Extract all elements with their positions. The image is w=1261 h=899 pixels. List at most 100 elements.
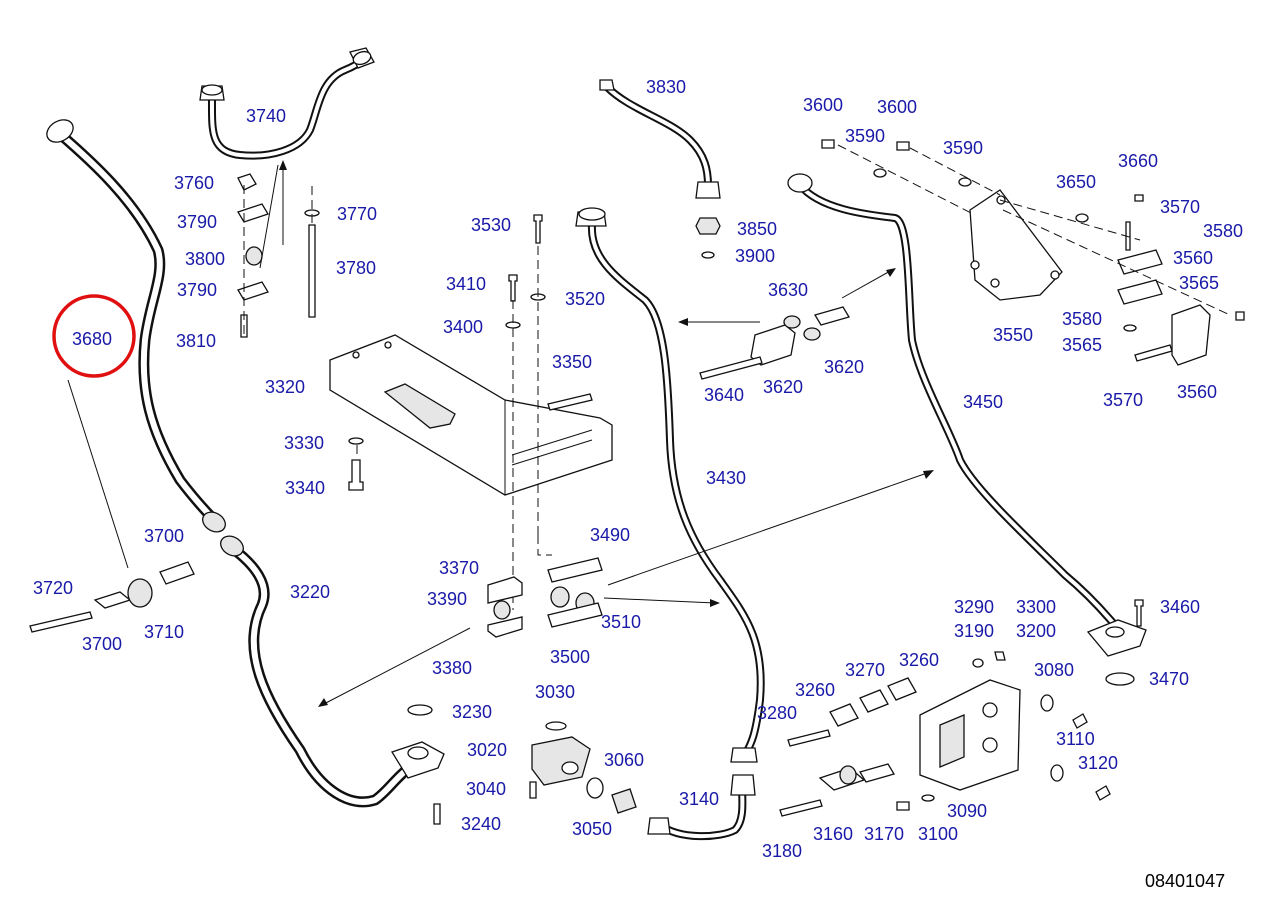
- label-3350: 3350: [552, 352, 592, 372]
- label-3565: 3565: [1179, 273, 1219, 293]
- label-3320: 3320: [265, 377, 305, 397]
- label-3790: 3790: [177, 212, 217, 232]
- label-3790b: 3790: [177, 280, 217, 300]
- label-3270: 3270: [845, 660, 885, 680]
- label-3620b: 3620: [824, 357, 864, 377]
- label-3230: 3230: [452, 702, 492, 722]
- label-3450: 3450: [963, 392, 1003, 412]
- label-3430: 3430: [706, 468, 746, 488]
- label-3500: 3500: [550, 647, 590, 667]
- pipe-3740[interactable]: [199, 47, 375, 160]
- label-3260: 3260: [899, 650, 939, 670]
- label-3080: 3080: [1034, 660, 1074, 680]
- label-3200: 3200: [1016, 621, 1056, 641]
- label-3640: 3640: [704, 385, 744, 405]
- label-3290: 3290: [954, 597, 994, 617]
- label-3565b: 3565: [1062, 335, 1102, 355]
- label-3680: 3680: [72, 329, 112, 349]
- label-3550: 3550: [993, 325, 1033, 345]
- label-3060: 3060: [604, 750, 644, 770]
- label-3400: 3400: [443, 317, 483, 337]
- label-3220: 3220: [290, 582, 330, 602]
- label-3580b: 3580: [1062, 309, 1102, 329]
- pipe-3450[interactable]: [787, 173, 1147, 657]
- label-3570b: 3570: [1103, 390, 1143, 410]
- label-3020: 3020: [467, 740, 507, 760]
- label-3110: 3110: [1056, 729, 1095, 749]
- label-3140: 3140: [679, 789, 719, 809]
- label-3600b: 3600: [877, 97, 917, 117]
- label-3390: 3390: [427, 589, 467, 609]
- label-3330: 3330: [284, 433, 324, 453]
- plate-3080: [779, 651, 1111, 817]
- label-3700: 3700: [144, 526, 184, 546]
- arrows: [279, 160, 934, 707]
- drawing-number: 08401047: [1145, 871, 1225, 891]
- bracket-3550: [821, 139, 1245, 366]
- label-3490: 3490: [590, 525, 630, 545]
- pipe-3140[interactable]: [647, 774, 756, 841]
- label-3090: 3090: [947, 801, 987, 821]
- label-3600: 3600: [803, 95, 843, 115]
- fastener-3460: [1105, 599, 1144, 686]
- label-3510: 3510: [601, 612, 641, 632]
- label-3760: 3760: [174, 173, 214, 193]
- label-3580: 3580: [1203, 221, 1243, 241]
- label-3380: 3380: [432, 658, 472, 678]
- pipe-3430[interactable]: [575, 207, 765, 763]
- label-3560: 3560: [1173, 248, 1213, 268]
- part-labels: 3740 3760 3770 3790 3800 3780 3790 3810 …: [33, 77, 1243, 861]
- label-3630: 3630: [768, 280, 808, 300]
- pipe-3830[interactable]: [599, 79, 721, 199]
- clamp-set-3620: [699, 306, 850, 380]
- label-3180: 3180: [762, 841, 802, 861]
- label-3710: 3710: [144, 622, 184, 642]
- label-3240: 3240: [461, 814, 501, 834]
- highlight-circle: [52, 294, 136, 378]
- label-3340: 3340: [285, 478, 325, 498]
- label-3900: 3900: [735, 246, 775, 266]
- clamps-center: [487, 557, 603, 638]
- label-3530: 3530: [471, 215, 511, 235]
- label-3620: 3620: [763, 377, 803, 397]
- fasteners-center: [348, 214, 593, 610]
- fitting-3850: [695, 217, 721, 259]
- label-3170: 3170: [864, 824, 904, 844]
- leader-lines: [67, 164, 279, 569]
- label-3830: 3830: [646, 77, 686, 97]
- label-3460: 3460: [1160, 597, 1200, 617]
- bracket-3320[interactable]: [329, 334, 613, 496]
- label-3850: 3850: [737, 219, 777, 239]
- label-3720: 3720: [33, 578, 73, 598]
- label-3590: 3590: [845, 126, 885, 146]
- label-3030: 3030: [535, 682, 575, 702]
- flange-3020: [407, 704, 637, 825]
- label-3810: 3810: [176, 331, 216, 351]
- label-3560b: 3560: [1177, 382, 1217, 402]
- pipe-3220[interactable]: [217, 532, 445, 808]
- label-3780: 3780: [336, 258, 376, 278]
- label-3300: 3300: [1016, 597, 1056, 617]
- label-3040: 3040: [466, 779, 506, 799]
- label-3740: 3740: [246, 106, 286, 126]
- label-3520: 3520: [565, 289, 605, 309]
- label-3650: 3650: [1056, 172, 1096, 192]
- label-3280: 3280: [757, 703, 797, 723]
- label-3370: 3370: [439, 558, 479, 578]
- label-3100: 3100: [918, 824, 958, 844]
- pipe-3680[interactable]: [43, 115, 229, 535]
- label-3190: 3190: [954, 621, 994, 641]
- label-3770: 3770: [337, 204, 377, 224]
- label-3470: 3470: [1149, 669, 1189, 689]
- label-3410: 3410: [446, 274, 486, 294]
- label-3800: 3800: [185, 249, 225, 269]
- label-3160: 3160: [813, 824, 853, 844]
- label-3660: 3660: [1118, 151, 1158, 171]
- label-3050: 3050: [572, 819, 612, 839]
- label-3700b: 3700: [82, 634, 122, 654]
- label-3570: 3570: [1160, 197, 1200, 217]
- label-3260b: 3260: [795, 680, 835, 700]
- label-3120: 3120: [1078, 753, 1118, 773]
- label-3590b: 3590: [943, 138, 983, 158]
